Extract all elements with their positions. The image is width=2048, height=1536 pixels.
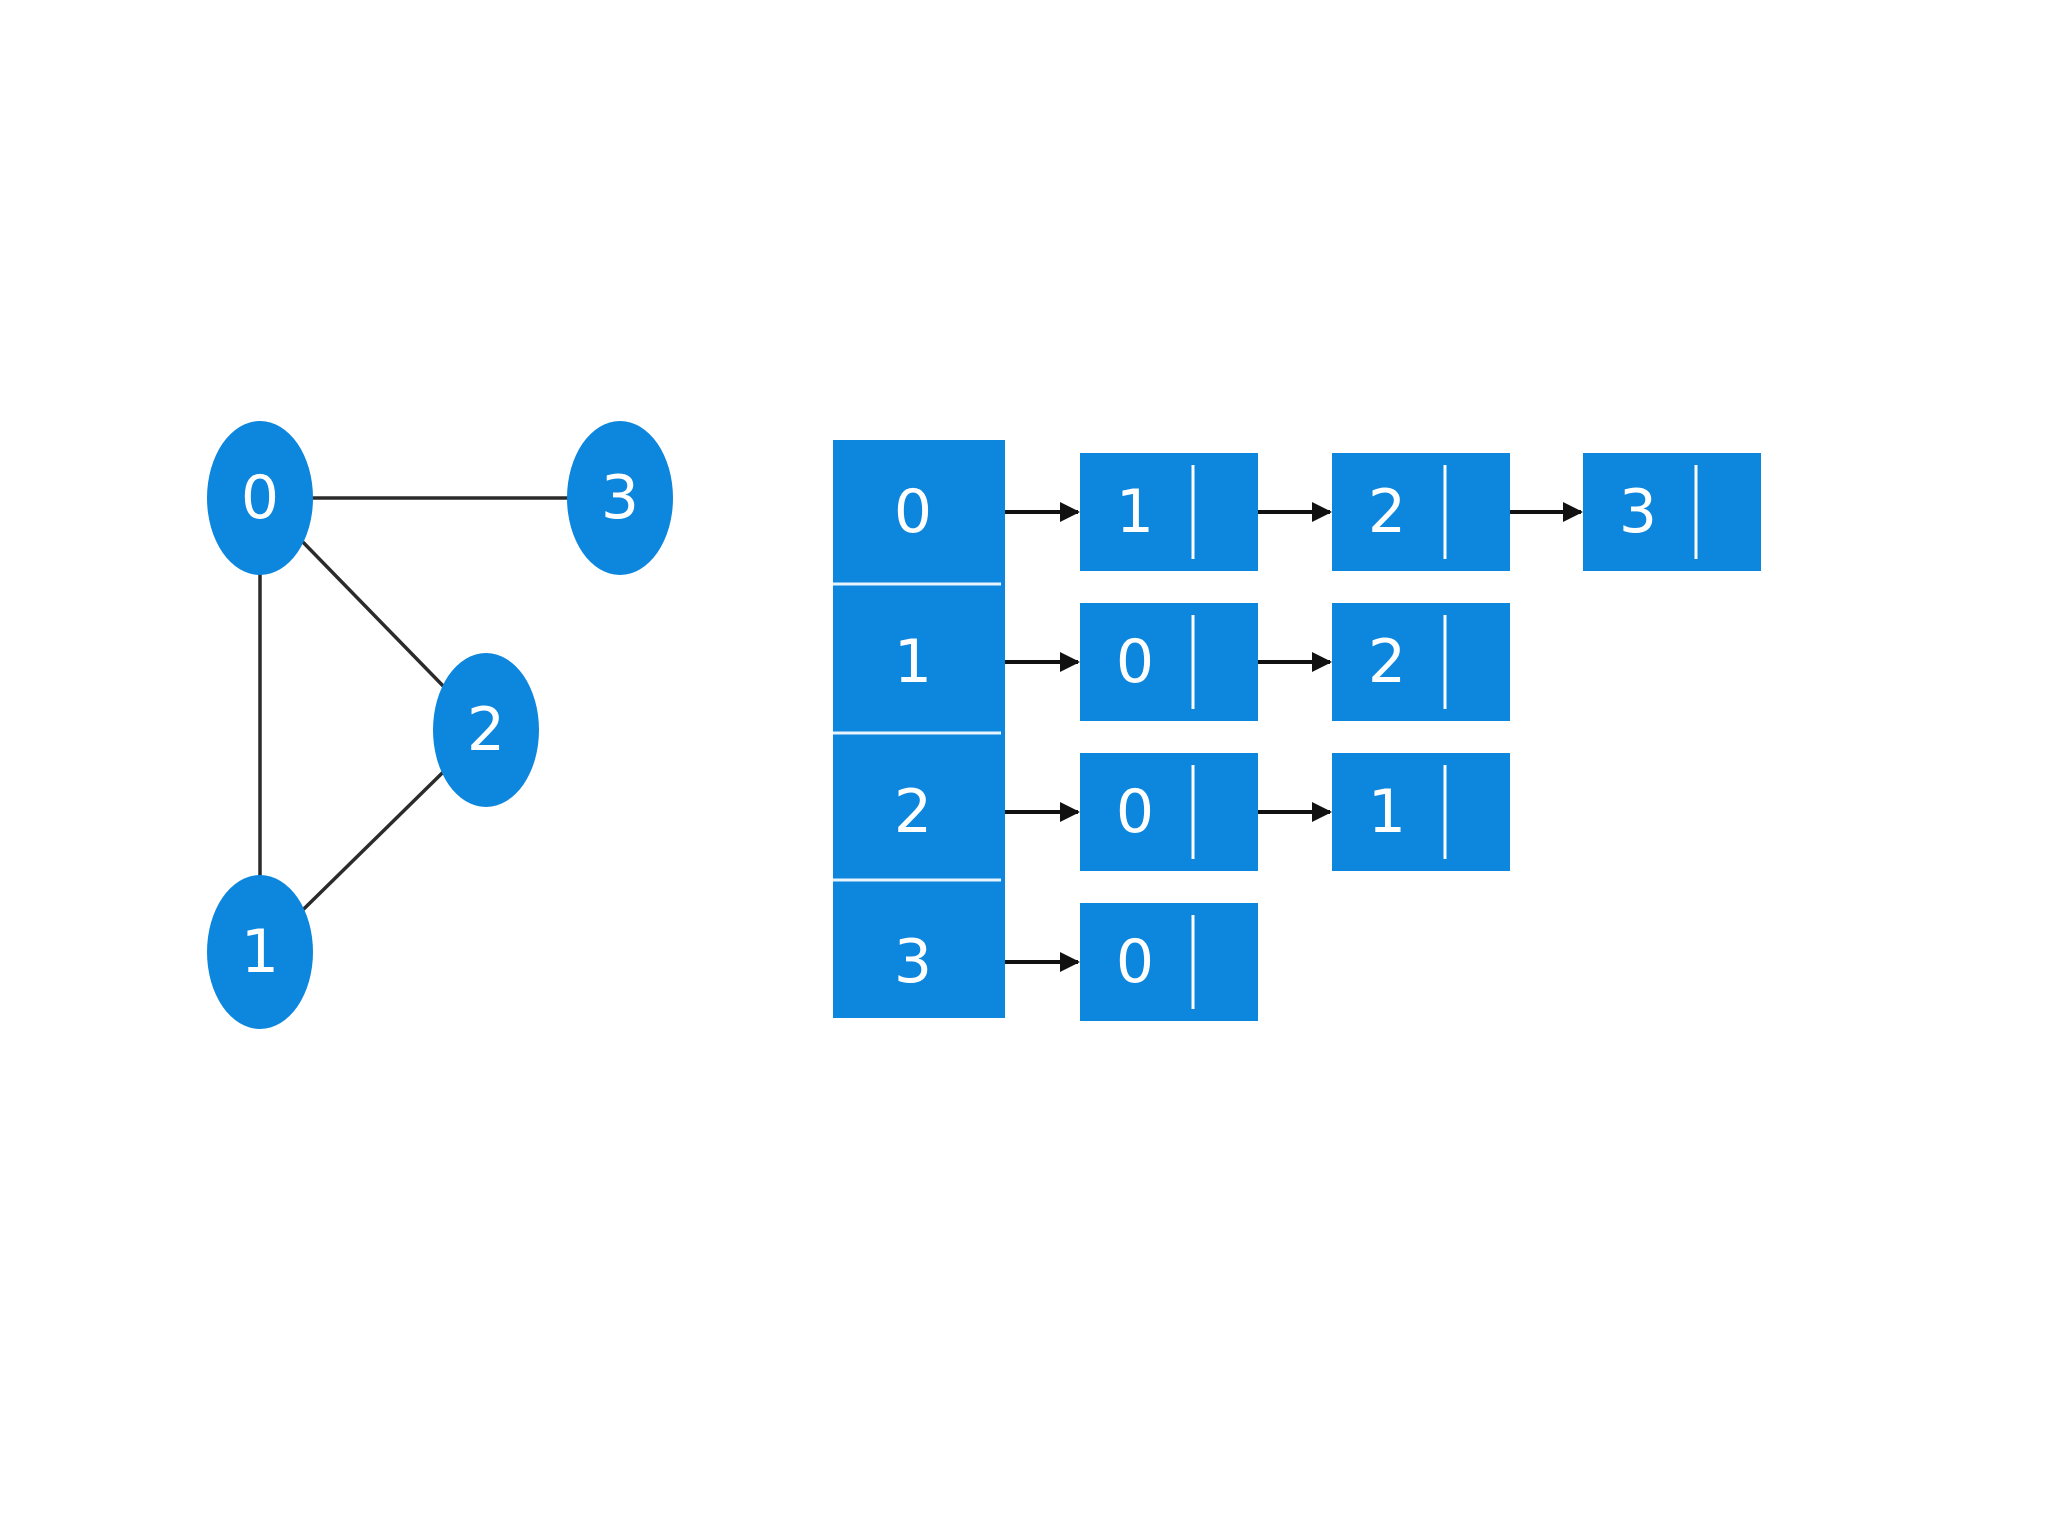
- adjacency-node-box: [1583, 453, 1761, 571]
- adjacency-node-1-2: 2: [1332, 603, 1510, 721]
- adjacency-node-value: 1: [1368, 777, 1406, 847]
- adjacency-node-value: 0: [1116, 927, 1154, 997]
- graph-node-1: 1: [207, 875, 313, 1029]
- adjacency-node-value: 2: [1368, 477, 1406, 547]
- adjacency-node-box: [1080, 603, 1258, 721]
- graph-node-3: 3: [567, 421, 673, 575]
- graph-node-circle: [207, 421, 313, 575]
- adjacency-node-value: 0: [1116, 627, 1154, 697]
- adjacency-node-3-0: 0: [1080, 903, 1258, 1021]
- undirected-graph: 0 1 2 3: [207, 421, 673, 1029]
- adjacency-node-2-0: 0: [1080, 753, 1258, 871]
- graph-node-circle: [207, 875, 313, 1029]
- graph-node-label: 3: [601, 463, 639, 533]
- adjacency-head-label-3: 3: [894, 927, 932, 997]
- adjacency-node-0-1: 1: [1080, 453, 1258, 571]
- graph-node-label: 2: [467, 695, 505, 765]
- graph-node-2: 2: [433, 653, 539, 807]
- graph-node-circle: [567, 421, 673, 575]
- adjacency-node-value: 0: [1116, 777, 1154, 847]
- adjacency-node-0-2: 2: [1332, 453, 1510, 571]
- adjacency-node-box: [1080, 453, 1258, 571]
- adjacency-node-box: [1332, 753, 1510, 871]
- adjacency-head-column: [833, 440, 1005, 1018]
- graph-node-0: 0: [207, 421, 313, 575]
- adjacency-list: 0 1 2 3 1 0 2 2 0 1 3 0: [833, 440, 1761, 1021]
- adjacency-head-label-0: 0: [894, 477, 932, 547]
- adjacency-node-value: 2: [1368, 627, 1406, 697]
- adjacency-node-2-1: 1: [1332, 753, 1510, 871]
- adjacency-node-box: [1332, 453, 1510, 571]
- adjacency-node-box: [1332, 603, 1510, 721]
- adjacency-node-value: 1: [1116, 477, 1154, 547]
- adjacency-node-box: [1080, 903, 1258, 1021]
- adjacency-node-1-0: 0: [1080, 603, 1258, 721]
- graph-node-label: 1: [241, 917, 279, 987]
- graph-node-circle: [433, 653, 539, 807]
- graph-node-label: 0: [241, 463, 279, 533]
- adjacency-node-0-3: 3: [1583, 453, 1761, 571]
- adjacency-head-label-2: 2: [894, 777, 932, 847]
- adjacency-node-value: 3: [1619, 477, 1657, 547]
- adjacency-node-box: [1080, 753, 1258, 871]
- adjacency-head-label-1: 1: [894, 627, 932, 697]
